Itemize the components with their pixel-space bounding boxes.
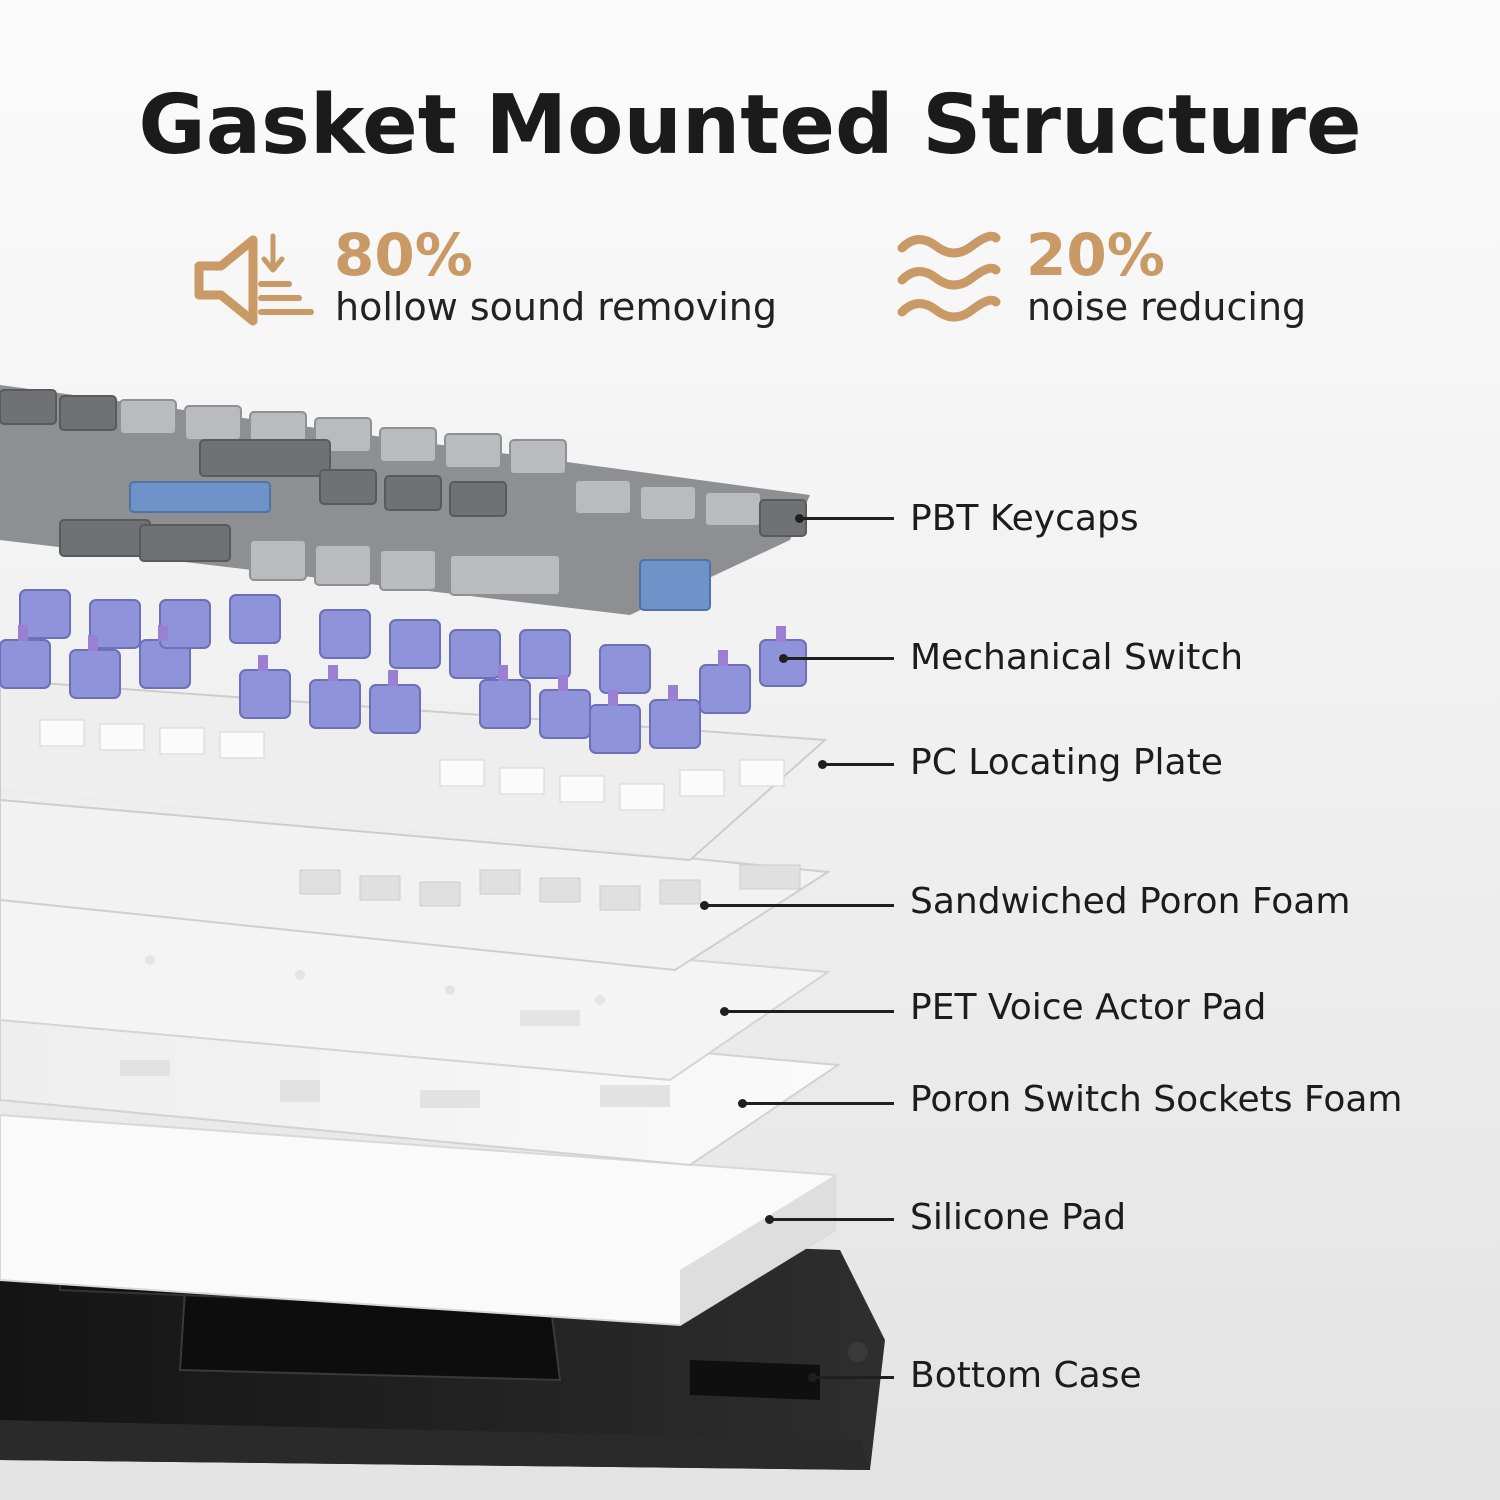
leader-dot — [779, 654, 788, 663]
leader-dot — [720, 1007, 729, 1016]
speaker-sound-down-icon — [194, 233, 314, 326]
leader-line — [800, 517, 894, 520]
leader-dot — [818, 760, 827, 769]
layer-label-poron-switch-sockets-foam: Poron Switch Sockets Foam — [910, 1079, 1403, 1120]
stat-label: hollow sound removing — [335, 285, 777, 329]
leader-dot — [765, 1215, 774, 1224]
layer-label-sandwiched-poron-foam: Sandwiched Poron Foam — [910, 881, 1351, 922]
mechanical-switches — [0, 589, 807, 754]
leader-line — [743, 1102, 894, 1105]
leader-line — [823, 763, 894, 766]
layer-label-mechanical-switch: Mechanical Switch — [910, 637, 1244, 678]
layer-label-silicone-pad: Silicone Pad — [910, 1197, 1127, 1238]
exploded-keyboard-diagram — [0, 385, 885, 1470]
sandwiched-poron-foam — [0, 788, 831, 972]
leader-dot — [700, 901, 709, 910]
stat-value: 80% — [334, 221, 473, 289]
leader-dot — [795, 514, 804, 523]
leader-line — [725, 1010, 894, 1013]
silicone-pad — [0, 1113, 836, 1327]
leader-dot — [808, 1373, 817, 1382]
layer-label-pbt-keycaps: PBT Keycaps — [910, 498, 1139, 539]
waves-icon — [897, 231, 1001, 322]
leader-dot — [738, 1099, 747, 1108]
layer-label-pet-voice-actor-pad: PET Voice Actor Pad — [910, 987, 1267, 1028]
leader-line — [784, 657, 894, 660]
pbt-keycaps — [0, 385, 810, 615]
leader-line — [813, 1376, 894, 1379]
layer-label-pc-locating-plate: PC Locating Plate — [910, 742, 1223, 783]
leader-line — [770, 1218, 894, 1221]
leader-line — [705, 904, 894, 907]
layer-label-bottom-case: Bottom Case — [910, 1355, 1142, 1396]
page-title: Gasket Mounted Structure — [138, 78, 1362, 173]
stat-label: noise reducing — [1027, 285, 1307, 329]
stat-value: 20% — [1026, 221, 1165, 289]
